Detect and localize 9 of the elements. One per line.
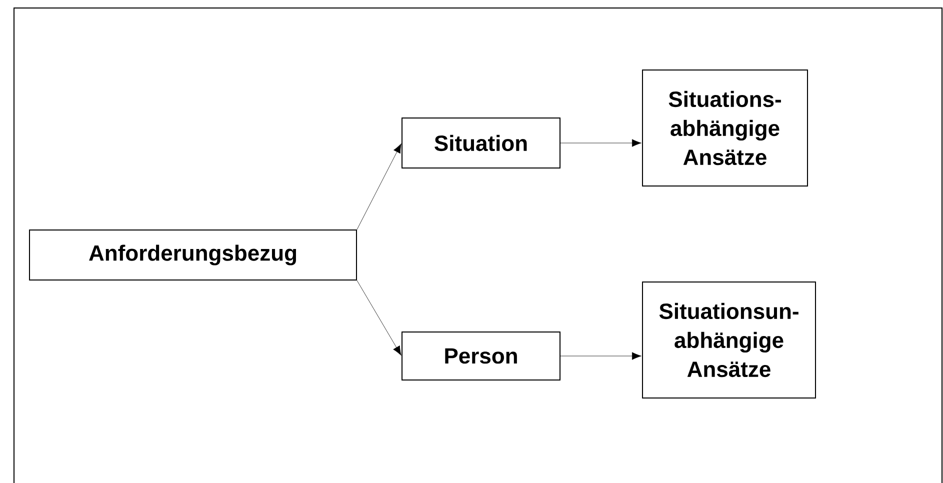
text-box: Anforderungsbezug bbox=[29, 230, 357, 280]
arrow bbox=[356, 144, 402, 230]
text-box: Situationsun- abhängige Ansätze bbox=[642, 282, 816, 398]
arrow bbox=[560, 139, 642, 147]
text-box: Situation bbox=[402, 118, 560, 168]
arrow bbox=[356, 280, 402, 356]
text-box: Situations- abhängige Ansätze bbox=[642, 70, 808, 186]
text-box: Person bbox=[402, 332, 560, 380]
arrow bbox=[560, 352, 642, 360]
